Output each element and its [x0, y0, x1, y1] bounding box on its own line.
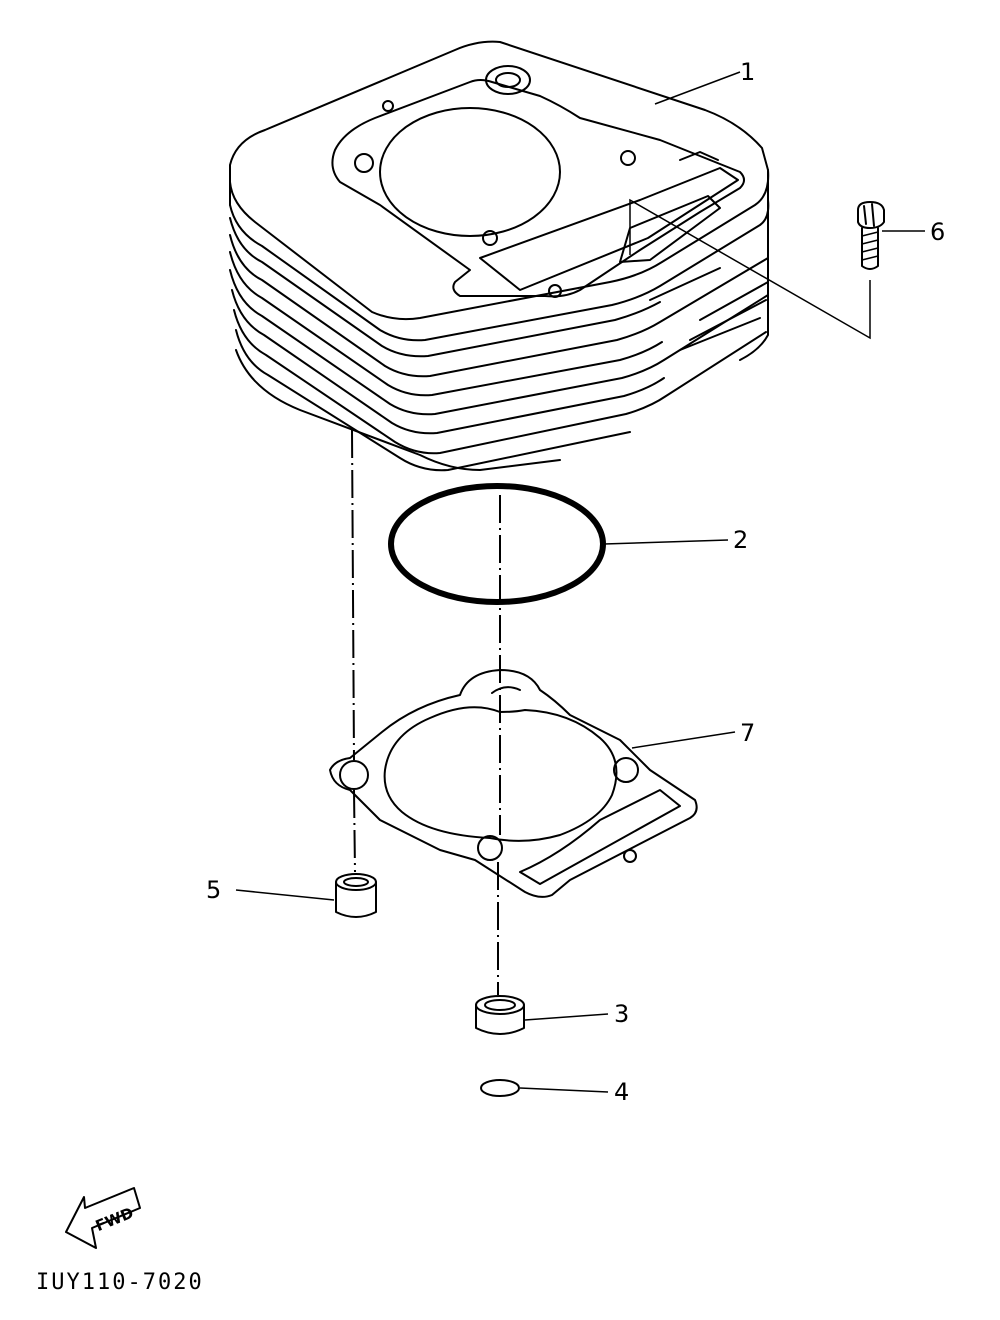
alignment-line-left [351, 429, 355, 761]
figure-code: IUY110-7020 [36, 1270, 204, 1295]
callout-2: 2 [733, 526, 748, 554]
fwd-arrow-icon: FWD [65, 1187, 141, 1249]
bolt-insertion-line [629, 198, 871, 340]
callout-7: 7 [740, 719, 755, 747]
callout-1: 1 [740, 58, 755, 86]
small-o-ring-drawing [480, 1079, 520, 1097]
large-o-ring-drawing [388, 483, 606, 605]
cylinder-drawing [229, 40, 770, 472]
leader-line-1 [654, 71, 741, 105]
dowel-pin-3-drawing [475, 995, 525, 1035]
callout-3: 3 [614, 1000, 629, 1028]
leader-line-5 [235, 889, 335, 901]
bolt-drawing [857, 201, 885, 270]
fwd-arrow-label: FWD [93, 1204, 136, 1235]
gasket-drawing [329, 669, 698, 898]
dowel-pin-5-drawing [335, 873, 377, 918]
callout-5: 5 [206, 876, 221, 904]
callout-6: 6 [930, 218, 945, 246]
alignment-line-left-lower [353, 789, 356, 873]
leader-line-2 [603, 539, 729, 545]
leader-line-7 [631, 731, 736, 749]
leader-line-4 [519, 1087, 609, 1093]
callout-4: 4 [614, 1078, 629, 1106]
leader-line-3 [524, 1013, 609, 1021]
